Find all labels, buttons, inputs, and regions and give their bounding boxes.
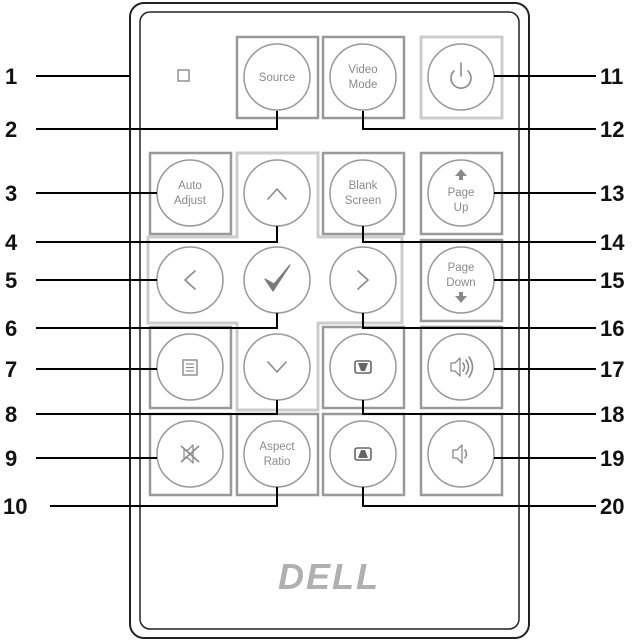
power-button[interactable] [427, 43, 495, 111]
auto-adjust-button[interactable]: Auto Adjust [156, 159, 224, 227]
up-arrow-button[interactable] [243, 159, 311, 227]
aspect-ratio-label-line2: Ratio [264, 456, 291, 468]
arrow-up-icon [455, 169, 467, 180]
keystone-up-button[interactable] [329, 333, 397, 401]
callout-3: 3 [5, 181, 17, 206]
leader-6 [36, 313, 278, 329]
callout-6: 6 [5, 316, 17, 341]
keystone-down-icon [354, 447, 372, 461]
frame-power [419, 35, 504, 120]
callout-4: 4 [5, 230, 18, 255]
chevron-right-icon [357, 270, 369, 290]
leader-8 [36, 400, 278, 415]
leader-10 [50, 487, 278, 507]
video-mode-label-line1: Video [348, 64, 377, 76]
blank-screen-button[interactable]: Blank Screen [329, 159, 397, 227]
callout-19: 19 [600, 446, 624, 471]
video-mode-button[interactable]: Video Mode [329, 43, 397, 111]
enter-button[interactable] [243, 246, 311, 314]
blank-screen-label-line1: Blank [349, 180, 378, 192]
callout-1: 1 [5, 64, 17, 89]
aspect-ratio-label-line1: Aspect [259, 441, 295, 453]
callout-12: 12 [600, 117, 624, 142]
callout-17: 17 [600, 357, 624, 382]
video-mode-label-line2: Mode [349, 79, 378, 91]
aspect-ratio-button[interactable]: Aspect Ratio [243, 420, 311, 488]
callout-18: 18 [600, 402, 624, 427]
source-button[interactable]: Source [243, 43, 311, 111]
mute-icon [180, 444, 200, 464]
volume-up-icon [450, 356, 474, 378]
callout-15: 15 [600, 268, 624, 293]
leader-14 [362, 226, 596, 243]
status-led [177, 69, 190, 82]
chevron-down-icon [267, 361, 287, 373]
checkmark-icon [264, 264, 291, 292]
page-down-button[interactable]: Page Down [427, 246, 495, 314]
auto-adjust-label-line2: Adjust [174, 195, 207, 207]
callout-9: 9 [5, 446, 17, 471]
left-arrow-button[interactable] [156, 246, 224, 314]
callout-7: 7 [5, 357, 17, 382]
volume-down-icon [452, 444, 468, 464]
dell-logo: DELL [278, 556, 380, 597]
menu-icon [182, 359, 198, 376]
remote-body-inner [139, 11, 520, 630]
keystone-up-icon [354, 360, 372, 374]
keystone-down-button[interactable] [329, 420, 397, 488]
down-arrow-button[interactable] [243, 333, 311, 401]
leader-2 [36, 111, 278, 130]
callout-5: 5 [5, 268, 17, 293]
nav-cross-outline [146, 151, 404, 412]
volume-down-button[interactable] [427, 420, 495, 488]
callout-16: 16 [600, 316, 624, 341]
volume-up-button[interactable] [427, 333, 495, 401]
leader-18 [362, 400, 596, 415]
chevron-up-icon [267, 188, 287, 200]
blank-screen-label-line2: Screen [345, 195, 381, 207]
right-arrow-button[interactable] [329, 246, 397, 314]
leader-20 [362, 487, 596, 507]
source-button-label: Source [259, 72, 295, 84]
chevron-left-icon [184, 270, 196, 290]
menu-button[interactable] [156, 333, 224, 401]
page-down-label-line2: Down [446, 277, 475, 289]
leader-12 [362, 111, 596, 130]
callout-2: 2 [5, 117, 17, 142]
callout-10: 10 [3, 494, 27, 519]
page-down-label-line1: Page [448, 262, 475, 274]
page-up-label-line1: Page [448, 187, 475, 199]
page-up-button[interactable]: Page Up [427, 159, 495, 227]
mute-button[interactable] [156, 420, 224, 488]
leader-16 [362, 313, 596, 329]
callout-14: 14 [600, 230, 625, 255]
arrow-down-icon [455, 292, 467, 303]
callout-11: 11 [600, 64, 623, 89]
page-up-label-line2: Up [454, 202, 469, 214]
callout-20: 20 [600, 494, 624, 519]
auto-adjust-label-line1: Auto [178, 180, 202, 192]
power-icon [450, 62, 472, 89]
callout-13: 13 [600, 181, 624, 206]
callout-8: 8 [5, 402, 17, 427]
leader-4 [36, 226, 278, 243]
